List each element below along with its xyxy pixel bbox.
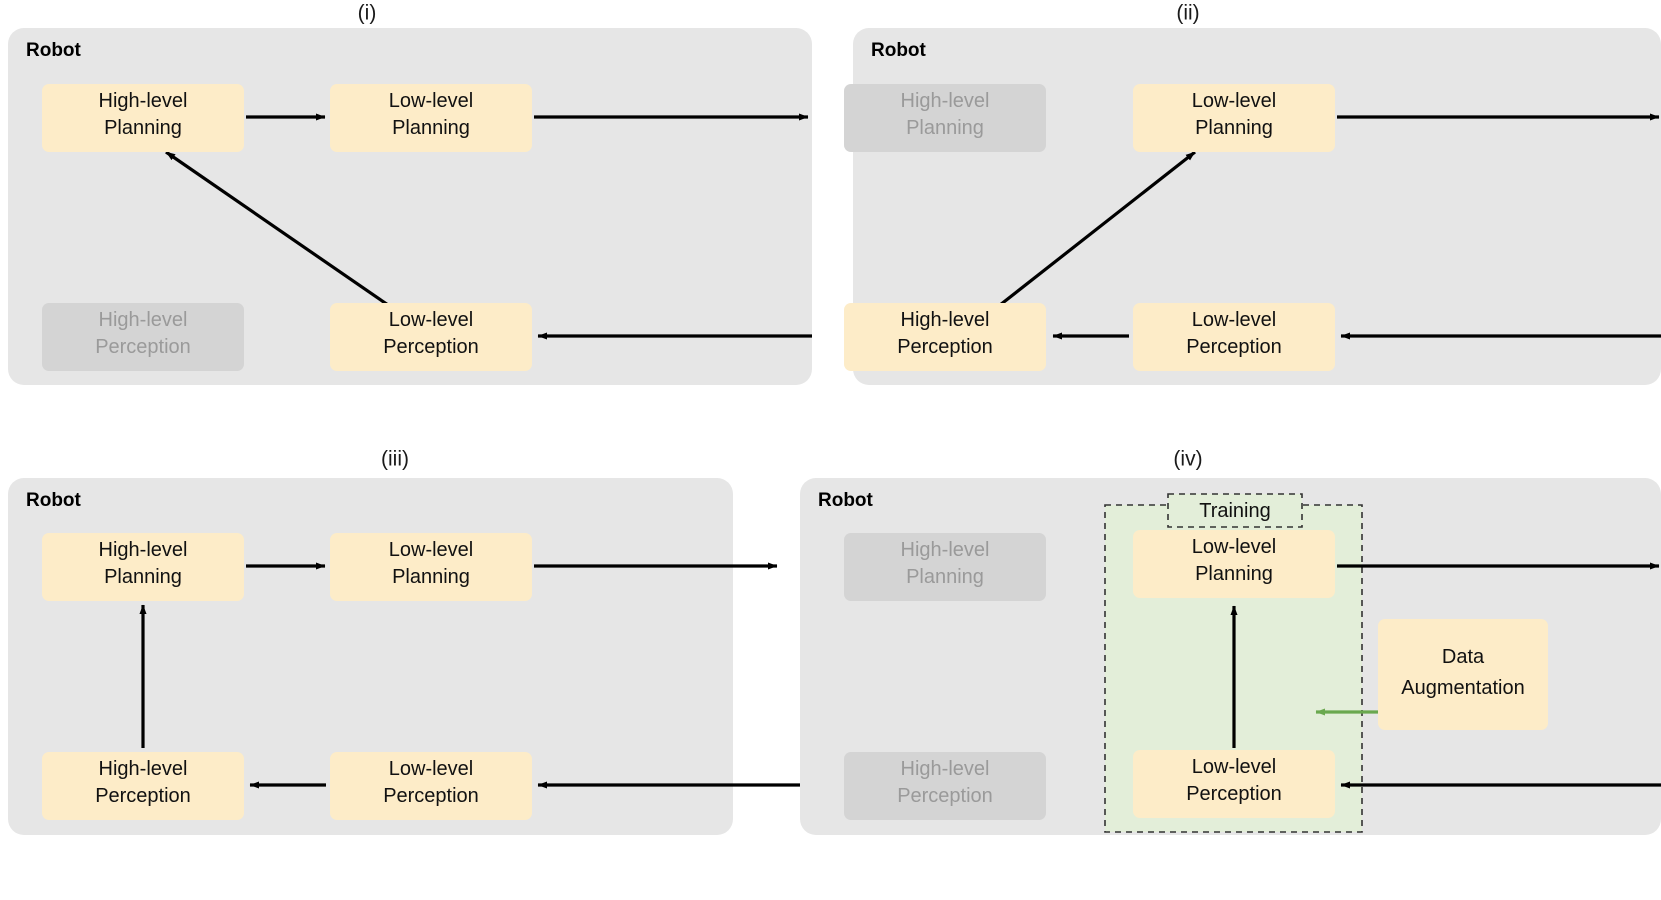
panel-iii-node-high-level-perception[interactable]: High-level Perception: [42, 752, 244, 820]
panel-ii-node-lperc-line1: Low-level: [1192, 309, 1276, 331]
panel-ii-node-lp-line1: Low-level: [1192, 90, 1276, 112]
panel-i-node-low-level-perception[interactable]: Low-level Perception: [330, 303, 532, 371]
panel-iv-node-data-augmentation[interactable]: Data Augmentation: [1378, 619, 1548, 730]
panel-i-node-lp-line2: Planning: [392, 117, 470, 139]
panel-ii-node-low-level-perception[interactable]: Low-level Perception: [1133, 303, 1335, 371]
panel-iii-robot-label: Robot: [26, 490, 82, 511]
panel-iii-node-hperc-line2: Perception: [95, 785, 191, 807]
panel-ii-node-hperc-line2: Perception: [897, 336, 993, 358]
panel-i-node-high-level-planning[interactable]: High-level Planning: [42, 84, 244, 152]
panel-ii-node-hp-line2: Planning: [906, 117, 984, 139]
panel-iii-caption: (iii): [381, 448, 409, 471]
panel-iv-node-hperc-line1: High-level: [901, 758, 990, 780]
panel-iv-node-high-level-planning[interactable]: High-level Planning: [844, 533, 1046, 601]
panel-iv-node-lp-line2: Planning: [1195, 563, 1273, 585]
panel-i: (i) Robot High-level Planning Low-level …: [8, 2, 812, 385]
panel-iv-node-lp-line1: Low-level: [1192, 536, 1276, 558]
panel-iii-node-low-level-planning[interactable]: Low-level Planning: [330, 533, 532, 601]
panel-iv-node-hp-line2: Planning: [906, 566, 984, 588]
panel-i-edge-lperc-to-hp: [165, 150, 389, 307]
panel-iii-node-lp-line1: Low-level: [389, 539, 473, 561]
panel-iv-node-aug-line1: Data: [1442, 646, 1485, 668]
panel-i-robot-label: Robot: [26, 40, 82, 61]
panel-i-node-hperc-line2: Perception: [95, 336, 191, 358]
panel-iv-node-high-level-perception[interactable]: High-level Perception: [844, 752, 1046, 820]
panel-iii: (iii) Robot High-level Planning Low-leve…: [8, 448, 812, 835]
panel-iii-node-lperc-line2: Perception: [383, 785, 479, 807]
panel-ii-robot-label: Robot: [871, 40, 927, 61]
panel-ii: (ii) Robot High-level Planning Low-level…: [844, 2, 1661, 385]
panel-i-node-hp-line1: High-level: [99, 90, 188, 112]
panel-i-node-lp-line1: Low-level: [389, 90, 473, 112]
panel-i-node-high-level-perception[interactable]: High-level Perception: [42, 303, 244, 371]
panel-iii-node-low-level-perception[interactable]: Low-level Perception: [330, 752, 532, 820]
panel-ii-node-lp-line2: Planning: [1195, 117, 1273, 139]
panel-i-node-lperc-line1: Low-level: [389, 309, 473, 331]
panel-iii-node-hp-line2: Planning: [104, 566, 182, 588]
panel-iv-robot-label: Robot: [818, 490, 874, 511]
panel-iii-node-hp-line1: High-level: [99, 539, 188, 561]
panel-iv-node-low-level-perception[interactable]: Low-level Perception: [1133, 750, 1335, 818]
panel-ii-edge-hperc-to-lp: [999, 150, 1196, 307]
panel-iv-node-low-level-planning[interactable]: Low-level Planning: [1133, 530, 1335, 598]
panel-ii-node-low-level-planning[interactable]: Low-level Planning: [1133, 84, 1335, 152]
panel-iv-node-hperc-line2: Perception: [897, 785, 993, 807]
panel-iii-node-high-level-planning[interactable]: High-level Planning: [42, 533, 244, 601]
panel-iv-node-aug-line2: Augmentation: [1401, 677, 1524, 699]
panel-iv-node-lperc-line1: Low-level: [1192, 756, 1276, 778]
panel-ii-node-high-level-planning[interactable]: High-level Planning: [844, 84, 1046, 152]
panel-i-node-hp-line2: Planning: [104, 117, 182, 139]
panel-iv-caption: (iv): [1173, 448, 1202, 471]
panel-i-node-low-level-planning[interactable]: Low-level Planning: [330, 84, 532, 152]
panel-iv-training-label: Training: [1199, 500, 1271, 522]
panel-ii-caption: (ii): [1176, 2, 1199, 25]
panel-i-caption: (i): [358, 2, 377, 25]
panel-ii-node-high-level-perception[interactable]: High-level Perception: [844, 303, 1046, 371]
panel-ii-node-hp-line1: High-level: [901, 90, 990, 112]
panel-ii-node-lperc-line2: Perception: [1186, 336, 1282, 358]
panel-iv-node-hp-line1: High-level: [901, 539, 990, 561]
panel-iii-node-lperc-line1: Low-level: [389, 758, 473, 780]
panel-iii-node-lp-line2: Planning: [392, 566, 470, 588]
panel-iv: (iv) Robot Training High-level Planning …: [800, 448, 1661, 835]
panel-i-node-lperc-line2: Perception: [383, 336, 479, 358]
panel-i-node-hperc-line1: High-level: [99, 309, 188, 331]
panel-iv-node-lperc-line2: Perception: [1186, 783, 1282, 805]
panel-ii-node-hperc-line1: High-level: [901, 309, 990, 331]
panel-iv-training-tab: [1167, 493, 1303, 528]
panel-iii-node-hperc-line1: High-level: [99, 758, 188, 780]
